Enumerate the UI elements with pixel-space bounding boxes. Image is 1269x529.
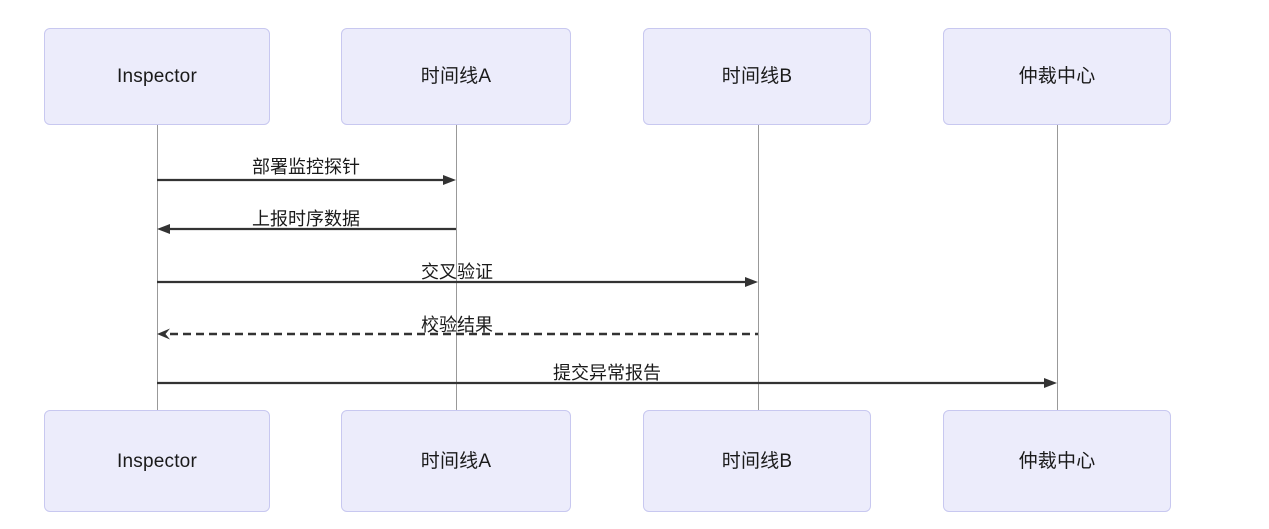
lifeline-arbitration-center <box>1057 125 1058 410</box>
participant-label-inspector: Inspector <box>117 66 197 87</box>
participant-box-timeline-a-top[interactable]: 时间线A <box>341 28 571 125</box>
message-arrow-3[interactable] <box>157 274 758 290</box>
message-arrow-4[interactable] <box>157 326 758 342</box>
participant-label-timeline-b: 时间线B <box>721 450 793 472</box>
participant-box-arbitration-center-top[interactable]: 仲裁中心 <box>943 28 1171 125</box>
participant-label-arbitration-center: 仲裁中心 <box>1018 450 1096 472</box>
participant-label-arbitration-center: 仲裁中心 <box>1018 66 1096 87</box>
participant-box-timeline-a-bottom[interactable]: 时间线A <box>341 410 571 512</box>
lifeline-timeline-b <box>758 125 759 410</box>
message-arrow-2[interactable] <box>157 221 456 237</box>
participant-box-arbitration-center-bottom[interactable]: 仲裁中心 <box>943 410 1171 512</box>
message-label-1: 部署监控探针 <box>252 157 360 177</box>
message-label-4: 校验结果 <box>421 315 493 335</box>
participant-label-timeline-b: 时间线B <box>721 66 793 87</box>
participant-label-timeline-a: 时间线A <box>420 450 492 472</box>
message-label-2: 上报时序数据 <box>252 209 360 229</box>
participant-label-inspector: Inspector <box>117 450 197 472</box>
lifeline-timeline-a <box>456 125 457 410</box>
lifeline-inspector <box>157 125 158 410</box>
message-label-5: 提交异常报告 <box>553 363 661 383</box>
message-label-3: 交叉验证 <box>421 262 493 282</box>
participant-label-timeline-a: 时间线A <box>420 66 492 87</box>
message-arrow-1[interactable] <box>157 172 456 188</box>
participant-box-inspector-bottom[interactable]: Inspector <box>44 410 270 512</box>
participant-box-inspector-top[interactable]: Inspector <box>44 28 270 125</box>
participant-box-timeline-b-top[interactable]: 时间线B <box>643 28 871 125</box>
participant-box-timeline-b-bottom[interactable]: 时间线B <box>643 410 871 512</box>
message-arrow-5[interactable] <box>157 375 1057 391</box>
